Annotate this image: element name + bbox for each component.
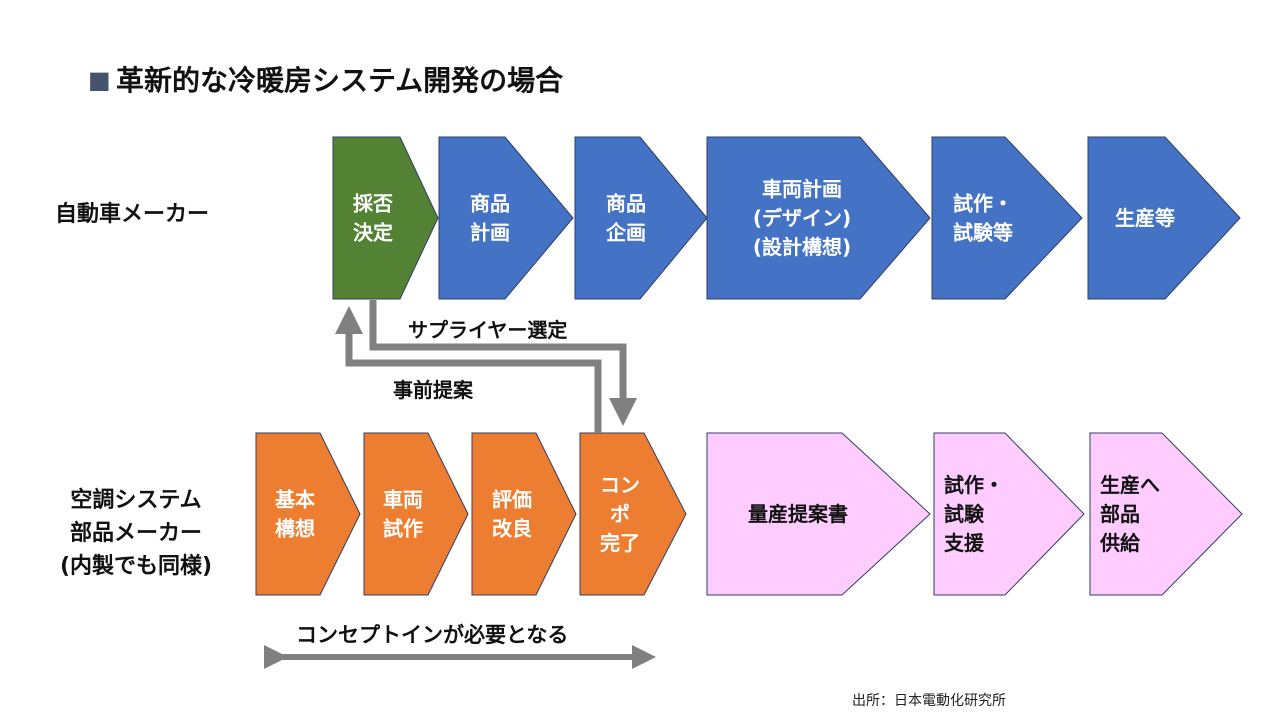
chevron-shape (1087, 136, 1241, 300)
step-label-line: 基本 (275, 488, 315, 512)
process-step: 車両計画 (デザイン) (設計構想) (706, 136, 931, 300)
chevron-shape (574, 136, 708, 300)
chevron-shape (1089, 432, 1243, 596)
concept-in-label: コンセプトインが必要となる (296, 623, 568, 647)
step-label-line: 評価 (492, 488, 532, 512)
step-label-line: (デザイン) (753, 206, 851, 230)
step-label-line: 量産提案書 (748, 502, 848, 526)
step-label-line: 生産へ (1100, 473, 1160, 497)
step-label-line: 生産等 (1115, 206, 1175, 230)
row-label-line: 自動車メーカー (55, 201, 209, 227)
page-title: 革新的な冷暖房システム開発の場合 (116, 64, 564, 97)
step-label-line: 決定 (353, 221, 393, 245)
source-note: 出所：日本電動化研究所 (852, 693, 1006, 709)
step-label-line: 企画 (605, 221, 646, 245)
step-label-line: 構想 (275, 517, 315, 541)
step-label-line: コン (600, 473, 640, 497)
title-marker: ■ (88, 66, 111, 94)
step-label-line: 試験 (944, 502, 985, 526)
step-label-line: 計画 (470, 221, 510, 245)
process-step: 量産提案書 (706, 432, 931, 596)
step-label-line: 試作 (383, 517, 423, 541)
chevron-shape (332, 136, 439, 300)
step-label-line: 支援 (944, 531, 985, 555)
step-label-line: 商品 (470, 192, 510, 216)
chevron-shape (438, 136, 574, 300)
row-label-line: (内製でも同様) (60, 553, 212, 579)
step-label-line: 改良 (492, 517, 532, 541)
step-label-line: 試験等 (953, 221, 1013, 245)
supplier-selection-arrow (369, 300, 637, 426)
process-step: 生産等 (1087, 136, 1241, 300)
step-label-line: 供給 (1099, 531, 1141, 555)
step-label-line: ポ (610, 502, 630, 526)
step-label-line: 部品 (1100, 502, 1140, 526)
step-label-line: 商品 (606, 192, 646, 216)
step-label-line: 完了 (600, 531, 640, 555)
pre-proposal-label: 事前提案 (393, 378, 474, 402)
step-label-line: (設計構想) (753, 235, 851, 259)
step-label-line: 車両計画 (762, 177, 842, 201)
process-step: 試作・試験等 (931, 136, 1083, 300)
step-label-line: 試作・ (953, 192, 1013, 216)
chevron-shape (706, 432, 931, 596)
pre-proposal-arrow (335, 306, 602, 433)
chevron-shape (471, 432, 577, 596)
automaker-label: 自動車メーカー (55, 201, 209, 227)
row-label-line: 部品メーカー (70, 520, 202, 546)
step-label-line: 採否 (353, 192, 393, 216)
supplier-selection-label: サプライヤー選定 (408, 318, 567, 342)
chevron-shape (363, 432, 469, 596)
row-label-line: 空調システム (70, 487, 201, 513)
chevron-shape (933, 432, 1085, 596)
chevron-shape (579, 432, 687, 596)
chevron-shape (706, 136, 931, 300)
step-label-line: 車両 (383, 488, 423, 512)
step-label-line: 試作・ (944, 473, 1004, 497)
chevron-shape (255, 432, 361, 596)
chevron-shape (931, 136, 1083, 300)
